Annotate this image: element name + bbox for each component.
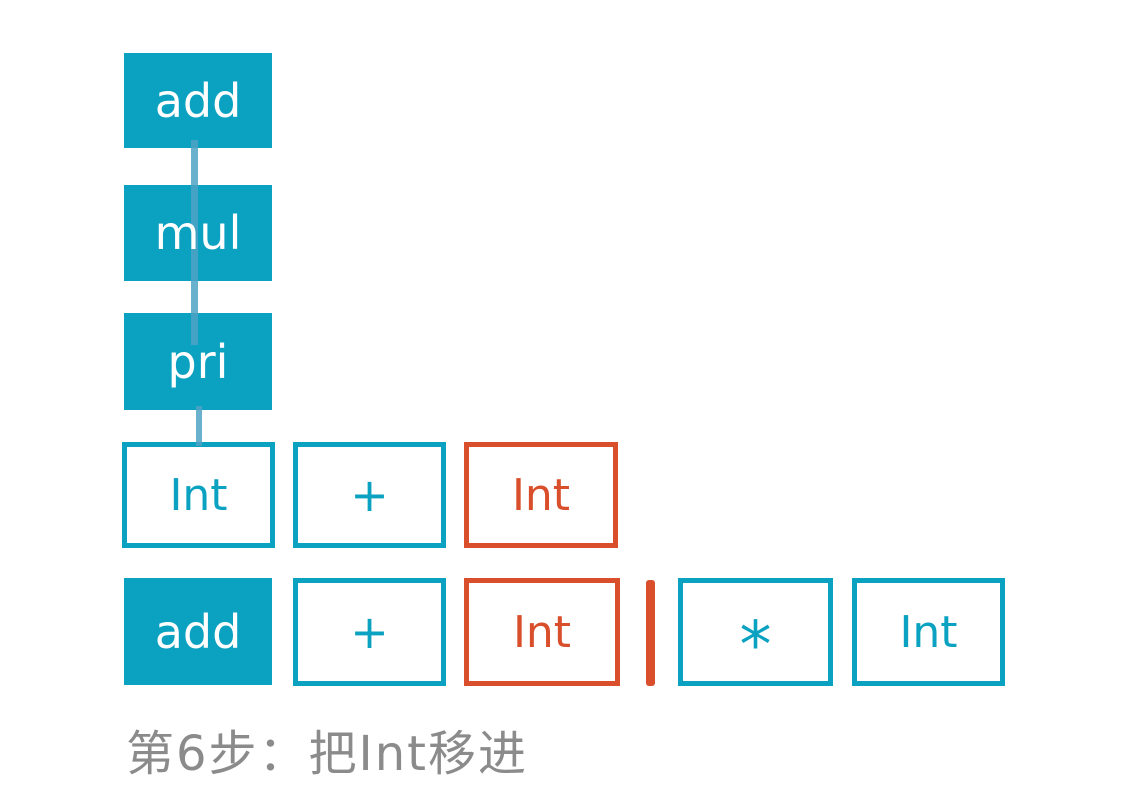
stack-node-mul-label: mul <box>154 206 242 260</box>
stack-node-add: add <box>124 53 272 148</box>
token-int-1-label: Int <box>169 469 228 521</box>
token-star: * <box>678 578 833 686</box>
token-int-2-label: Int <box>511 469 571 521</box>
connector-line-pri-int <box>196 406 202 446</box>
token-star-label: * <box>739 609 772 683</box>
token-int-3-highlighted: Int <box>464 578 620 686</box>
connector-line-add-mul-pri <box>191 140 198 345</box>
token-int-2-highlighted: Int <box>464 442 618 548</box>
token-plus-2-label: + <box>350 605 389 659</box>
step-caption: 第6步：把Int移进 <box>126 726 528 782</box>
token-add-reduced-label: add <box>154 604 242 659</box>
token-plus-1-label: + <box>350 468 389 522</box>
stack-node-pri-label: pri <box>167 334 229 389</box>
token-add-reduced: add <box>124 578 272 685</box>
token-plus-1: + <box>293 442 446 548</box>
token-int-4-label: Int <box>899 606 958 658</box>
token-int-1: Int <box>122 442 275 548</box>
cursor-bar <box>646 580 655 686</box>
token-int-4: Int <box>852 578 1005 686</box>
stack-node-add-label: add <box>154 73 242 128</box>
token-int-3-label: Int <box>512 606 572 658</box>
stack-node-pri: pri <box>124 313 272 410</box>
token-plus-2: + <box>293 578 446 686</box>
stack-node-mul: mul <box>124 185 272 281</box>
